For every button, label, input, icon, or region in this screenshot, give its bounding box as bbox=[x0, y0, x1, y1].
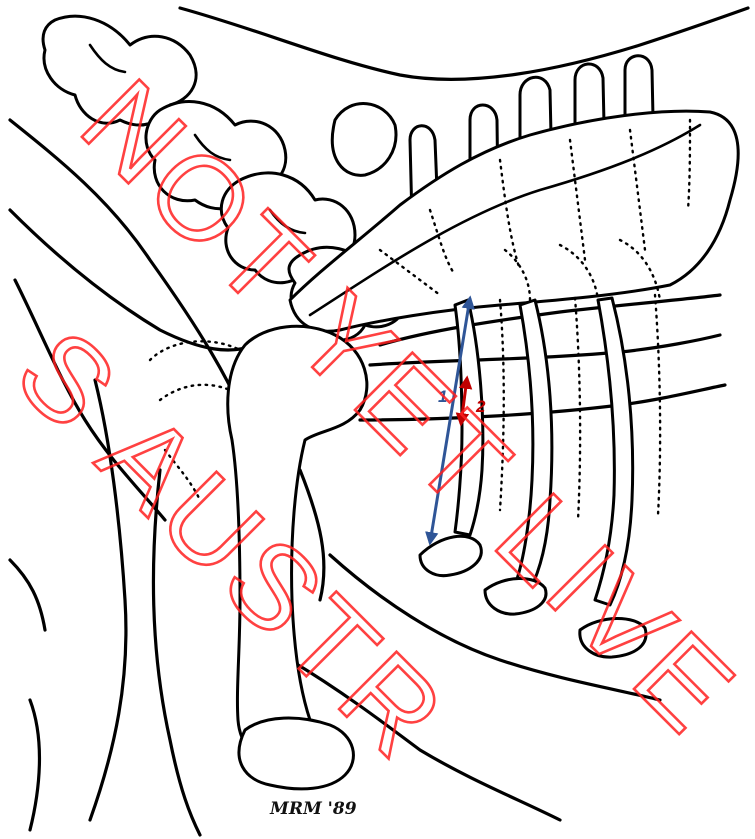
artist-signature: MRM '89 bbox=[269, 799, 357, 819]
